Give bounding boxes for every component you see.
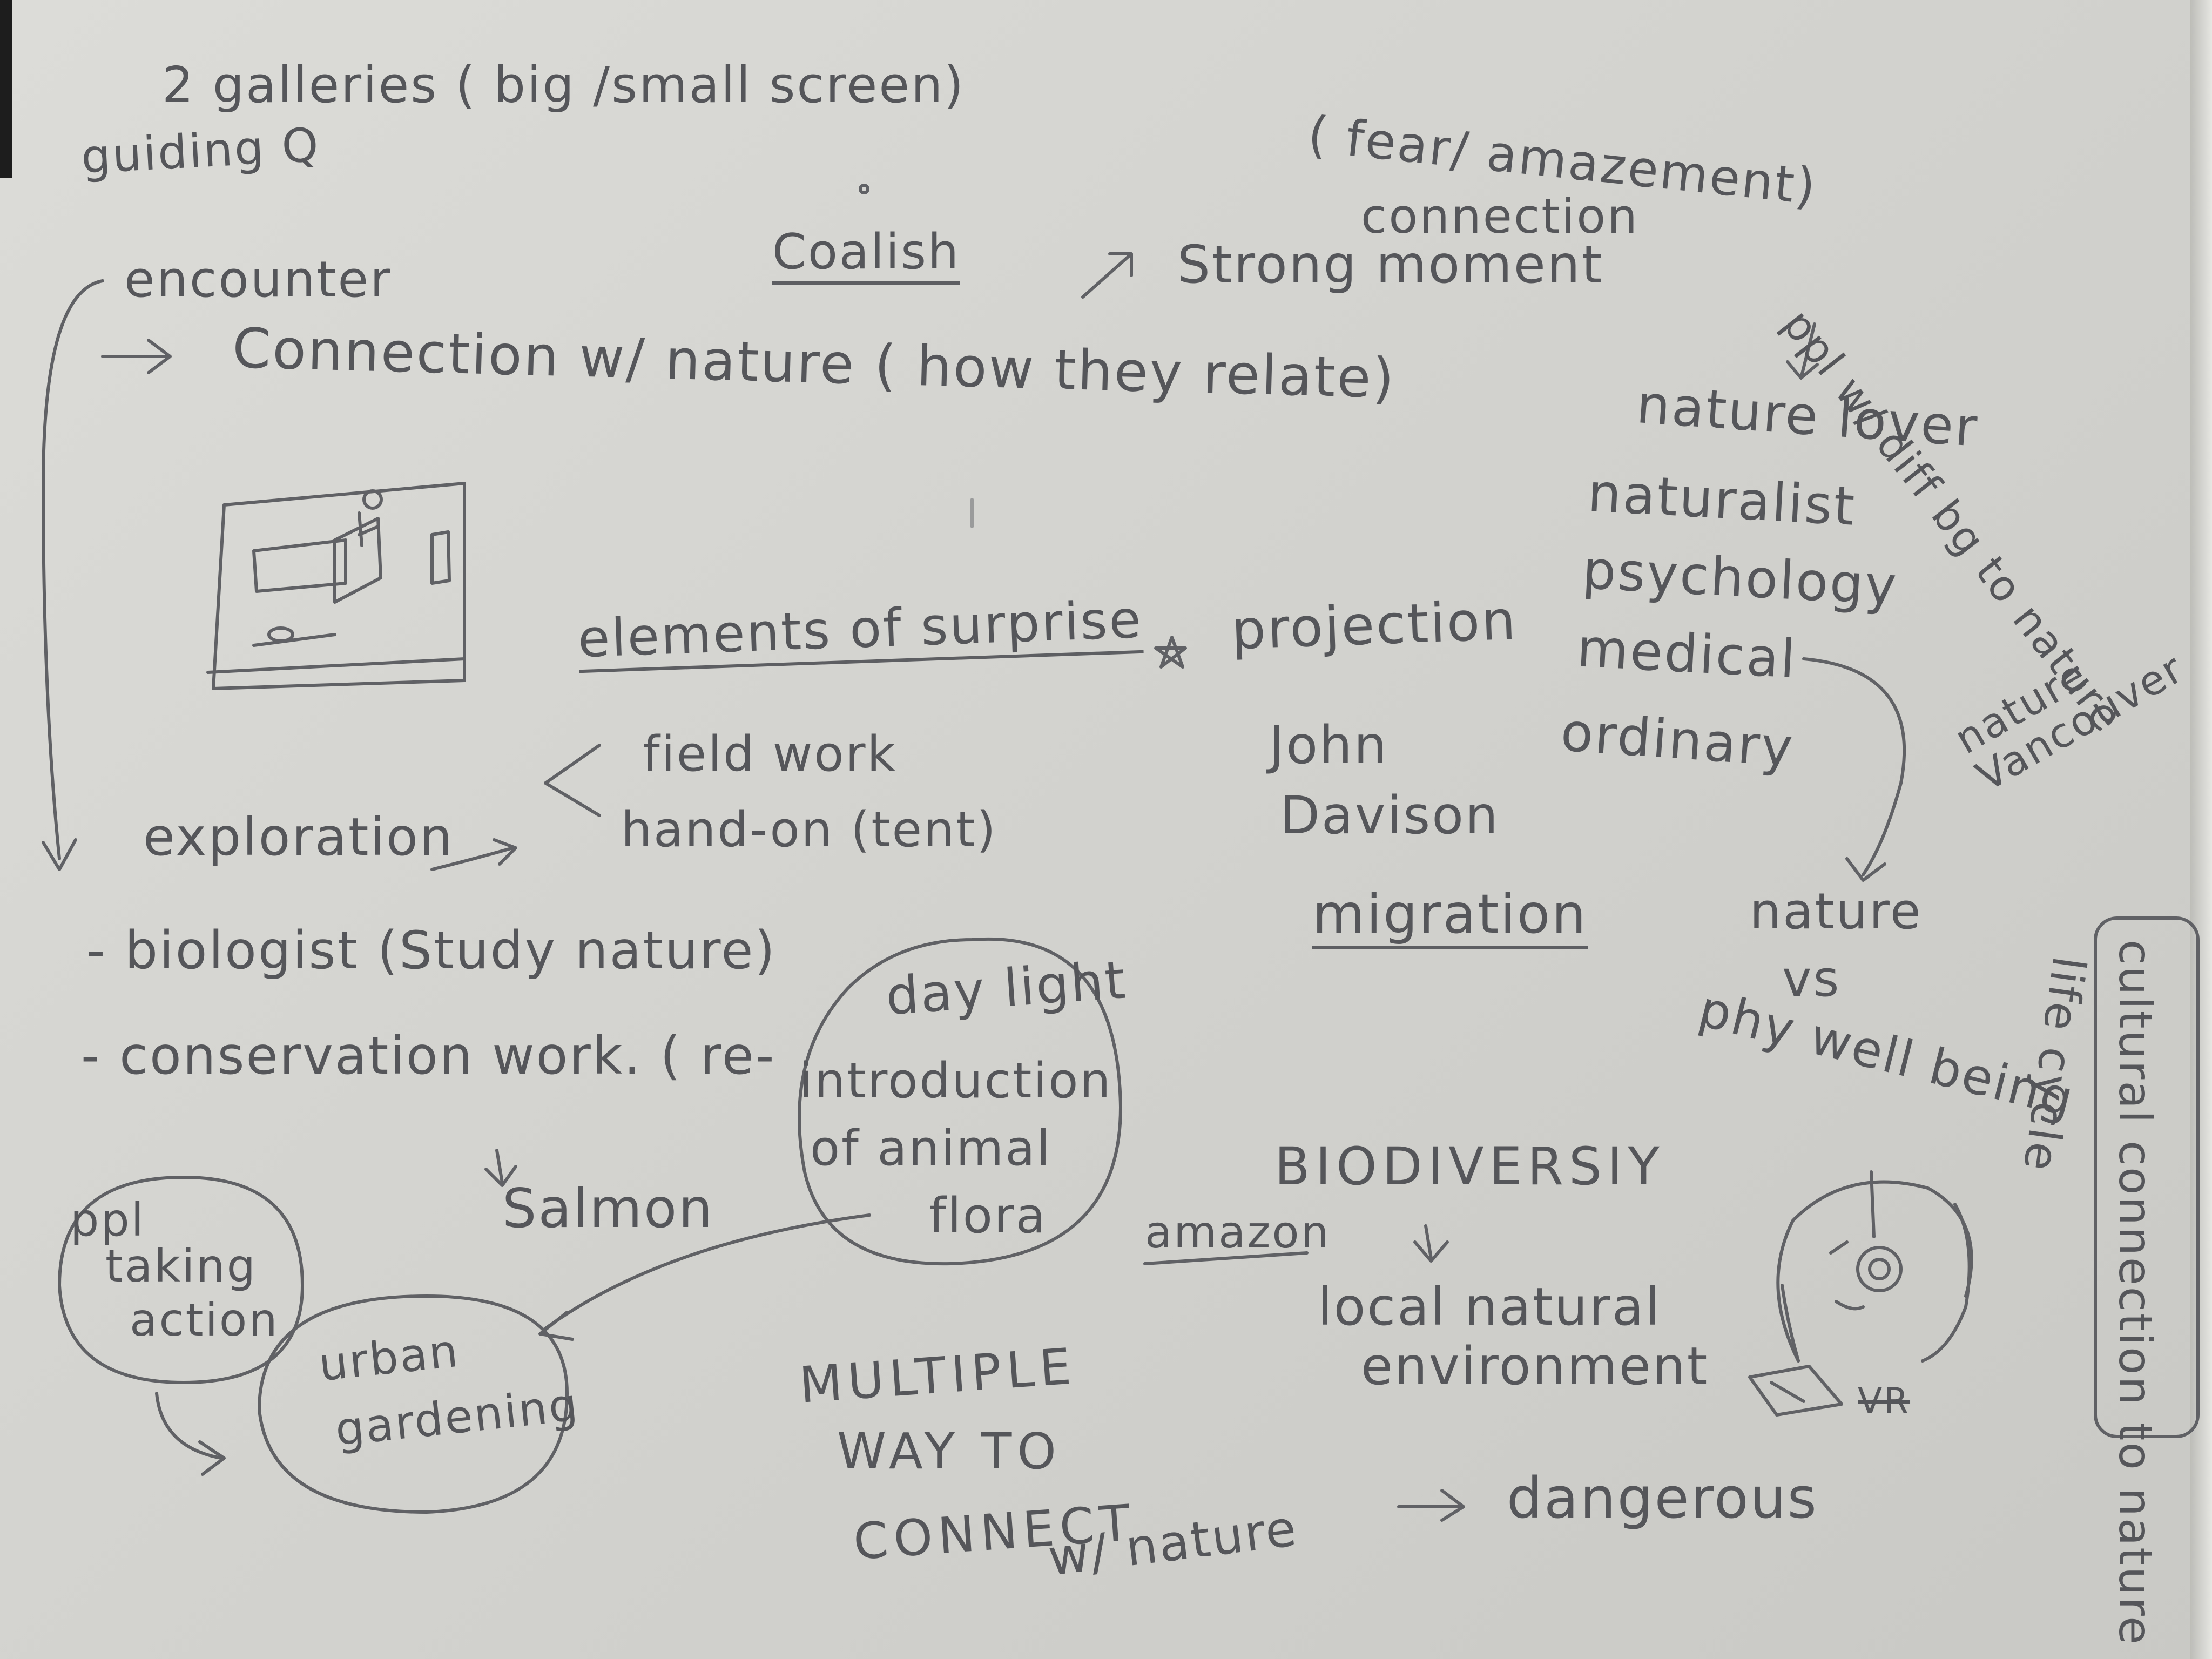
amazon-note: amazon xyxy=(1145,1207,1331,1258)
gallery-sketch xyxy=(206,482,466,690)
action-arrow xyxy=(155,1392,226,1476)
ppl-action-line3: action xyxy=(130,1293,279,1346)
field-work-note: field work xyxy=(643,726,897,783)
biologist-note: - biologist (Study nature) xyxy=(86,920,777,981)
connection-note: connection xyxy=(1361,188,1639,244)
john-note: John xyxy=(1269,715,1388,775)
cultural-connection-note: cultural connection to nature xyxy=(2109,940,2162,1646)
reintroduction-circle xyxy=(798,937,1122,1266)
salmon-arrow xyxy=(484,1149,517,1187)
nature-vs-word-note: nature xyxy=(1750,882,1923,940)
cultural-box xyxy=(2094,916,2200,1438)
salmon-note: Salmon xyxy=(502,1177,714,1240)
vs-note: vs xyxy=(1782,950,1841,1008)
star-mark xyxy=(1154,636,1187,669)
davison-note: Davison xyxy=(1280,785,1500,846)
galleries-note: 2 galleries ( big /small screen) xyxy=(162,56,966,114)
strong-moment-note: Strong moment xyxy=(1177,234,1604,295)
multiple-way-line2: WAY TO xyxy=(837,1422,1062,1480)
page-edge xyxy=(2190,0,2212,1659)
environment-note: environment xyxy=(1361,1336,1709,1397)
notebook-binding xyxy=(0,0,12,178)
dangerous-note: dangerous xyxy=(1507,1465,1818,1531)
medical-note: medical xyxy=(1575,617,1799,691)
nature-lover-arrow xyxy=(1786,322,1819,380)
biodiversity-note: BIODIVERSIY xyxy=(1274,1136,1665,1197)
ppl-action-circle xyxy=(58,1176,304,1384)
encounter-arrow-line xyxy=(42,279,104,860)
medical-arrow xyxy=(1802,657,1906,882)
local-natural-note: local natural xyxy=(1318,1277,1662,1337)
connection-arrow xyxy=(101,339,172,374)
urban-arrow xyxy=(538,1213,871,1341)
field-work-bracket xyxy=(544,744,601,817)
encounter-arrow-head xyxy=(42,838,77,871)
encounter-note: encounter xyxy=(124,251,392,308)
ppl-action-line2: taking xyxy=(105,1239,257,1292)
coalish-note: Coalish xyxy=(772,226,960,285)
guiding-question-note: guiding Q xyxy=(79,118,321,185)
migration-note: migration xyxy=(1312,886,1588,949)
dangerous-arrow xyxy=(1397,1489,1465,1522)
ppl-action-line1: ppl xyxy=(70,1193,145,1246)
naturalist-note: naturalist xyxy=(1586,462,1858,538)
reintroduction-line2: of animal xyxy=(810,1120,1052,1177)
exploration-note: exploration xyxy=(143,807,454,867)
biodiversity-arrow xyxy=(1413,1224,1449,1263)
exploration-arrow xyxy=(430,838,517,871)
projection-note: projection xyxy=(1230,588,1519,662)
conservation-note: - conservation work. ( re- xyxy=(81,1026,776,1086)
reintroduction-line3: flora xyxy=(929,1188,1047,1244)
vr-person-sketch xyxy=(1748,1170,1973,1417)
hand-on-note: hand-on (tent) xyxy=(621,801,997,858)
amazon-underline xyxy=(1143,1251,1309,1265)
strong-moment-arrow xyxy=(1081,252,1133,299)
reintroduction-line1: introduction xyxy=(799,1053,1112,1109)
dot-mark xyxy=(859,184,869,194)
vr-note: VR xyxy=(1858,1380,1911,1422)
urban-circle xyxy=(258,1294,569,1514)
